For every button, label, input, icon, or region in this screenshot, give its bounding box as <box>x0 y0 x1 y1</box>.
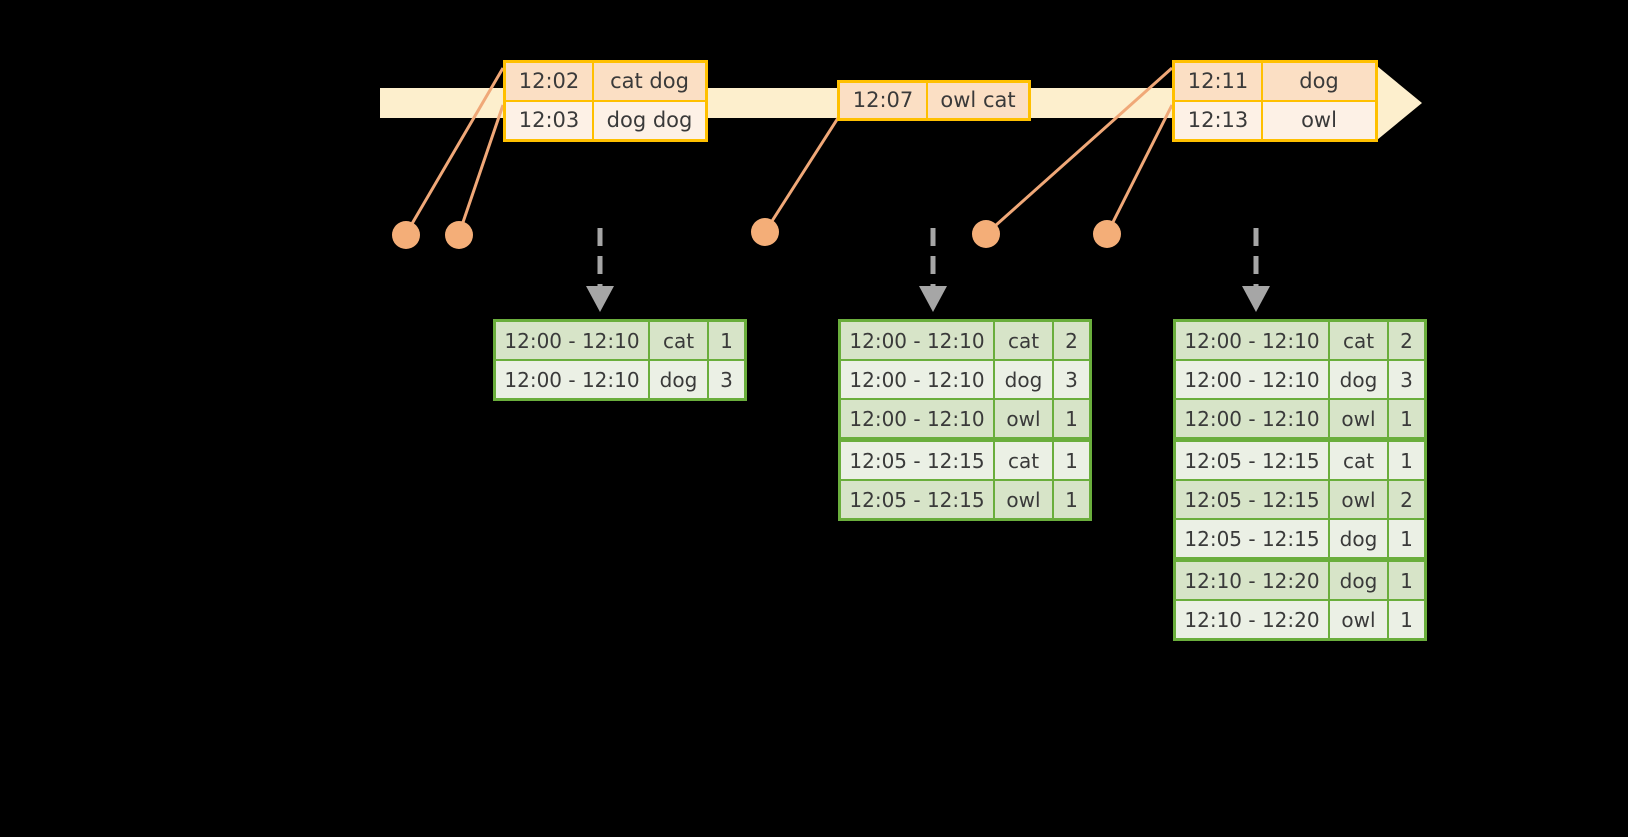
cell-count: 2 <box>1389 481 1424 518</box>
table-row[interactable]: 12:00 - 12:10 dog 3 <box>841 361 1089 398</box>
cell-count: 3 <box>709 361 744 398</box>
cell-window: 12:00 - 12:10 <box>496 361 648 398</box>
event-box-1[interactable]: 12:02 cat dog 12:03 dog dog <box>503 60 708 142</box>
cell-word: owl <box>1330 601 1387 638</box>
cell-window: 12:00 - 12:10 <box>1176 400 1328 437</box>
cell-word: dog <box>650 361 707 398</box>
event-time: 12:02 <box>506 63 594 100</box>
event-time: 12:11 <box>1175 63 1263 100</box>
connector-line-2 <box>457 104 505 235</box>
event-dot-4 <box>972 220 1000 248</box>
cell-window: 12:00 - 12:10 <box>1176 361 1328 398</box>
table-row[interactable]: 12:05 - 12:15 cat 1 <box>1176 442 1424 479</box>
cell-word: dog <box>995 361 1052 398</box>
table-row[interactable]: 12:05 - 12:15 owl 2 <box>1176 481 1424 518</box>
cell-window: 12:05 - 12:15 <box>1176 481 1328 518</box>
cell-window: 12:00 - 12:10 <box>841 400 993 437</box>
table-row[interactable]: 12:10 - 12:20 dog 1 <box>1176 562 1424 599</box>
cell-word: cat <box>1330 442 1387 479</box>
event-row[interactable]: 12:02 cat dog <box>506 63 705 100</box>
connector-line-3 <box>763 117 840 233</box>
cell-count: 3 <box>1389 361 1424 398</box>
cell-window: 12:10 - 12:20 <box>1176 601 1328 638</box>
cell-word: owl <box>1330 400 1387 437</box>
cell-window: 12:05 - 12:15 <box>1176 442 1328 479</box>
cell-word: cat <box>1330 322 1387 359</box>
cell-word: cat <box>995 322 1052 359</box>
cell-word: dog <box>1330 520 1387 557</box>
event-box-2[interactable]: 12:07 owl cat <box>837 80 1031 121</box>
table-row[interactable]: 12:05 - 12:15 owl 1 <box>841 481 1089 518</box>
connector-line-4 <box>985 66 1173 236</box>
event-dot-2 <box>445 221 473 249</box>
cell-count: 2 <box>1389 322 1424 359</box>
table-row[interactable]: 12:10 - 12:20 owl 1 <box>1176 601 1424 638</box>
connector-line-1 <box>404 67 505 235</box>
cell-word: cat <box>995 442 1052 479</box>
cell-word: owl <box>995 481 1052 518</box>
cell-window: 12:00 - 12:10 <box>1176 322 1328 359</box>
event-words: dog <box>1263 63 1375 100</box>
cell-count: 2 <box>1054 322 1089 359</box>
table-row[interactable]: 12:05 - 12:15 dog 1 <box>1176 520 1424 557</box>
event-box-3[interactable]: 12:11 dog 12:13 owl <box>1172 60 1378 142</box>
table-row[interactable]: 12:00 - 12:10 cat 2 <box>841 322 1089 359</box>
result-table-3[interactable]: 12:00 - 12:10 cat 2 12:00 - 12:10 dog 3 … <box>1173 319 1427 641</box>
dashed-arrow-to-table-1 <box>586 228 614 312</box>
event-words: dog dog <box>594 102 705 139</box>
cell-word: owl <box>1330 481 1387 518</box>
cell-window: 12:00 - 12:10 <box>496 322 648 359</box>
cell-word: owl <box>995 400 1052 437</box>
cell-count: 1 <box>1389 562 1424 599</box>
cell-count: 1 <box>1054 481 1089 518</box>
timeline-graphics <box>380 66 1422 249</box>
cell-window: 12:05 - 12:15 <box>841 481 993 518</box>
cell-window: 12:00 - 12:10 <box>841 322 993 359</box>
event-row[interactable]: 12:07 owl cat <box>840 83 1028 118</box>
cell-count: 3 <box>1054 361 1089 398</box>
table-row[interactable]: 12:00 - 12:10 owl 1 <box>1176 400 1424 437</box>
event-dot-3 <box>751 218 779 246</box>
cell-window: 12:00 - 12:10 <box>841 361 993 398</box>
event-time: 12:13 <box>1175 102 1263 139</box>
cell-window: 12:10 - 12:20 <box>1176 562 1328 599</box>
cell-count: 1 <box>1054 442 1089 479</box>
event-dot-1 <box>392 221 420 249</box>
result-table-2[interactable]: 12:00 - 12:10 cat 2 12:00 - 12:10 dog 3 … <box>838 319 1092 521</box>
table-row[interactable]: 12:00 - 12:10 owl 1 <box>841 400 1089 437</box>
cell-count: 1 <box>1389 520 1424 557</box>
table-row[interactable]: 12:00 - 12:10 cat 2 <box>1176 322 1424 359</box>
dashed-arrow-to-table-3 <box>1242 228 1270 312</box>
event-dot-5 <box>1093 220 1121 248</box>
event-words: owl <box>1263 102 1375 139</box>
event-words: owl cat <box>928 83 1028 118</box>
event-time: 12:03 <box>506 102 594 139</box>
event-row[interactable]: 12:11 dog <box>1175 63 1375 100</box>
cell-count: 1 <box>1389 601 1424 638</box>
cell-count: 1 <box>1054 400 1089 437</box>
table-row[interactable]: 12:05 - 12:15 cat 1 <box>841 442 1089 479</box>
cell-word: cat <box>650 322 707 359</box>
cell-count: 1 <box>1389 400 1424 437</box>
result-table-1[interactable]: 12:00 - 12:10 cat 1 12:00 - 12:10 dog 3 <box>493 319 747 401</box>
cell-count: 1 <box>709 322 744 359</box>
event-row[interactable]: 12:13 owl <box>1175 100 1375 139</box>
table-row[interactable]: 12:00 - 12:10 dog 3 <box>1176 361 1424 398</box>
connector-line-5 <box>1105 104 1174 235</box>
cell-word: dog <box>1330 562 1387 599</box>
event-row[interactable]: 12:03 dog dog <box>506 100 705 139</box>
cell-word: dog <box>1330 361 1387 398</box>
cell-window: 12:05 - 12:15 <box>841 442 993 479</box>
dashed-arrow-to-table-2 <box>919 228 947 312</box>
cell-count: 1 <box>1389 442 1424 479</box>
table-row[interactable]: 12:00 - 12:10 cat 1 <box>496 322 744 359</box>
cell-window: 12:05 - 12:15 <box>1176 520 1328 557</box>
table-row[interactable]: 12:00 - 12:10 dog 3 <box>496 361 744 398</box>
event-words: cat dog <box>594 63 705 100</box>
event-time: 12:07 <box>840 83 928 118</box>
